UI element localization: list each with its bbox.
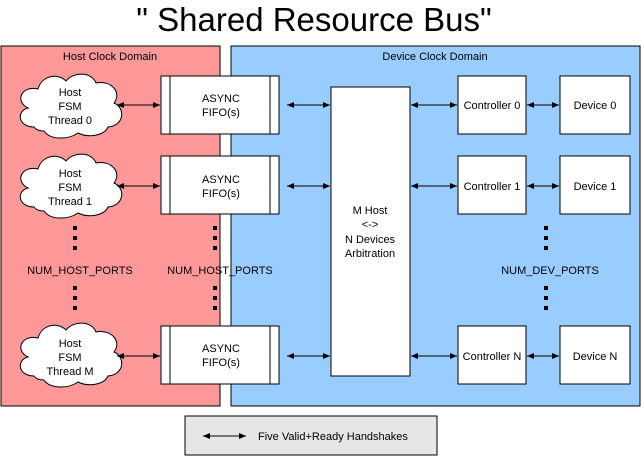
thread-label-line1: Host [59,338,82,350]
host-clock-domain-label: Host Clock Domain [63,51,157,63]
controller-label: Controller N [463,351,522,363]
arbiter-label-line4: Arbitration [345,248,395,260]
device-0: Device 0 [559,75,631,135]
controller-label: Controller 1 [464,181,521,193]
host-fsm-thread-0: Host FSM Thread 0 [19,73,123,139]
fifo-label-line2: FIFO(s) [202,357,240,369]
legend-text: Five Valid+Ready Handshakes [258,431,408,443]
controller-n: Controller N [457,325,527,385]
device-n: Device N [559,325,631,385]
thread-label-line3: Thread 0 [48,115,92,127]
fifo-label-line1: ASYNC [202,343,240,355]
device-label: Device 0 [574,100,617,112]
arbiter-label-line2: <-> [362,219,379,231]
num-dev-ports-label: NUM_DEV_PORTS [501,265,599,277]
controller-label: Controller 0 [464,100,521,112]
fifo-label-line1: ASYNC [202,93,240,105]
device-label: Device N [573,351,618,363]
controller-0: Controller 0 [457,75,527,135]
fifo-label-line1: ASYNC [202,174,240,186]
num-host-ports-label-left: NUM_HOST_PORTS [27,265,133,277]
fifo-label-line2: FIFO(s) [202,107,240,119]
device-clock-domain-label: Device Clock Domain [382,51,487,63]
thread-label-line1: Host [59,87,82,99]
controller-1: Controller 1 [457,155,527,215]
async-fifo-0: ASYNC FIFO(s) [160,75,280,135]
thread-label-line1: Host [59,168,82,180]
host-fsm-thread-1: Host FSM Thread 1 [19,153,123,219]
thread-label-line2: FSM [58,352,81,364]
arbiter-label-line3: N Devices [345,234,396,246]
arbiter-label-line1: M Host [353,205,388,217]
device-1: Device 1 [559,155,631,215]
thread-label-line3: Thread 1 [48,196,92,208]
host-fsm-thread-m: Host FSM Thread M [19,322,123,388]
thread-label-line2: FSM [58,182,81,194]
async-fifo-1: ASYNC FIFO(s) [160,155,280,215]
arbitration-block: M Host <-> N Devices Arbitration [330,86,411,377]
num-host-ports-label-right: NUM_HOST_PORTS [167,265,273,277]
thread-label-line2: FSM [58,101,81,113]
thread-label-line3: Thread M [46,366,93,378]
device-label: Device 1 [574,181,617,193]
diagram-title: " Shared Resource Bus" [136,1,491,38]
async-fifo-2: ASYNC FIFO(s) [160,325,280,385]
legend: Five Valid+Ready Handshakes [184,415,438,456]
fifo-label-line2: FIFO(s) [202,188,240,200]
